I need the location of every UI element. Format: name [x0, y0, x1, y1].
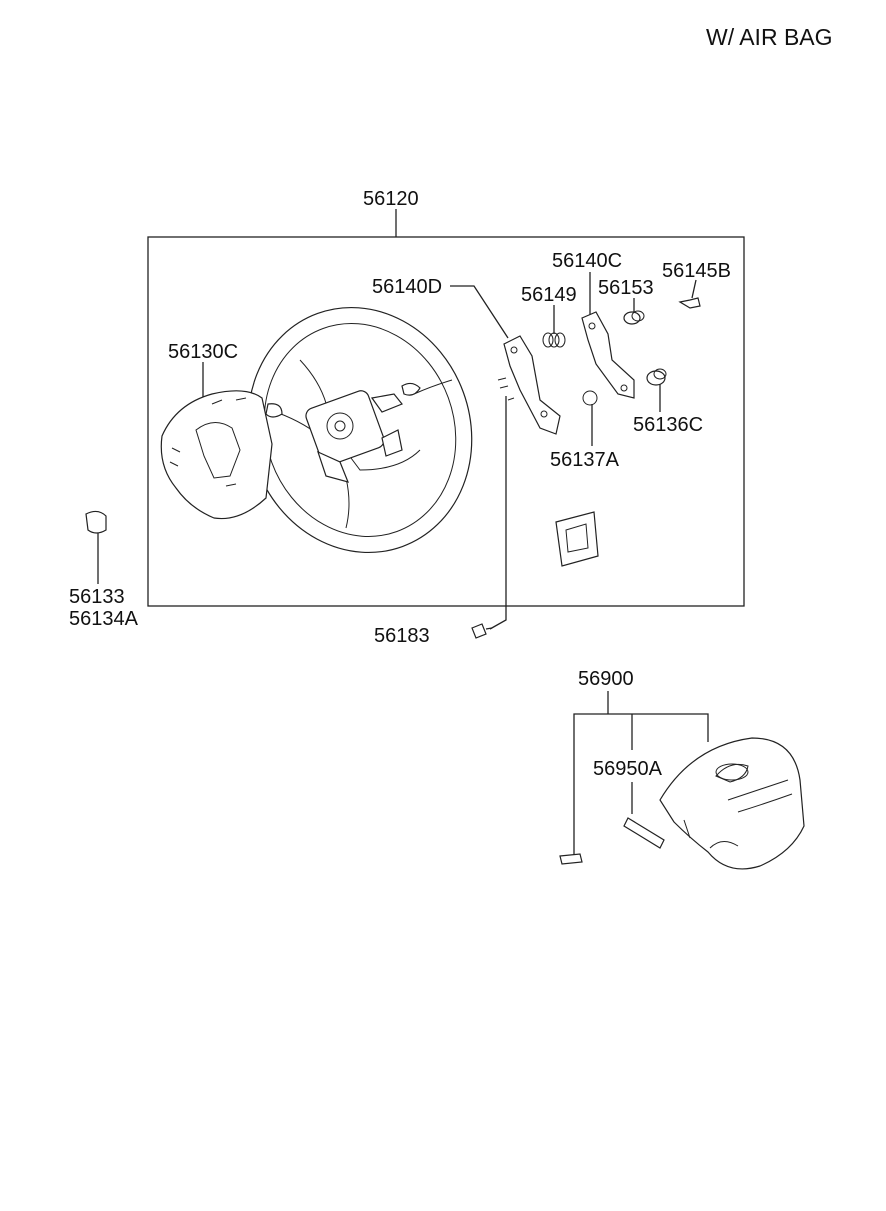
bolt-56145B-drawing [678, 297, 701, 309]
assembly-frame [147, 236, 745, 607]
part-label-56130C: 56130C [168, 341, 239, 363]
part-label-56137A: 56137A [550, 449, 619, 471]
part-label-56140C: 56140C [552, 250, 623, 272]
part-label-56149: 56149 [521, 284, 577, 306]
bracket-56140C-drawing [581, 311, 635, 399]
part-label-56136C: 56136C [633, 414, 704, 436]
leader-56900-branch [573, 713, 709, 860]
part-label-56134A: 56134A [69, 608, 138, 630]
part-label-56153: 56153 [598, 277, 654, 299]
leader-56140D [450, 285, 509, 339]
diagram-title: W/ AIR BAG [706, 24, 833, 50]
bushing-56136C-drawing [646, 368, 667, 386]
screw-56183-drawing [471, 623, 493, 639]
airbag-module-drawing [659, 737, 805, 870]
part-label-56950A: 56950A [593, 758, 662, 780]
spring-56149-drawing [542, 332, 566, 348]
leader-56145B [691, 279, 697, 299]
part-label-56145B: 56145B [662, 260, 731, 282]
part-label-56133: 56133 [69, 586, 125, 608]
part-label-56140D: 56140D [372, 276, 443, 298]
plate-drawing [555, 511, 599, 567]
lower-cover-drawing [160, 390, 273, 520]
part-label-56183: 56183 [374, 625, 430, 647]
harness-56950A-drawing [623, 817, 665, 849]
leader-56183 [489, 396, 507, 630]
part-label-56900: 56900 [578, 668, 634, 690]
cap-56133-drawing [85, 510, 107, 534]
part-label-56120: 56120 [363, 188, 419, 210]
bushing-56153-drawing [623, 310, 645, 325]
bracket-56140D-drawing [497, 335, 561, 435]
steering-wheel-drawing [247, 306, 473, 554]
clip-56137A-drawing [582, 390, 598, 406]
connector-drawing [559, 853, 583, 865]
